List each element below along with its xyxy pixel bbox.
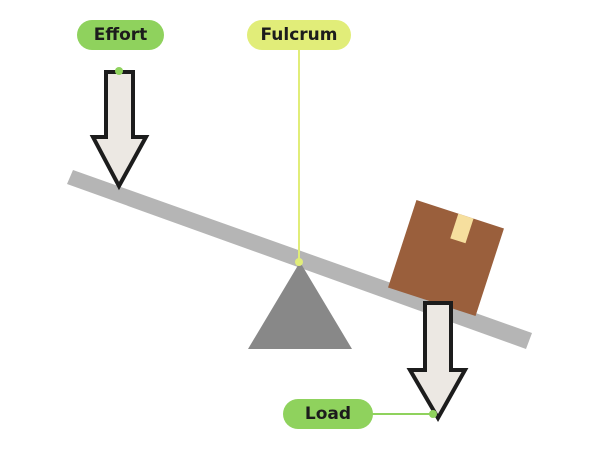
fulcrum-label: Fulcrum	[247, 20, 351, 50]
effort-arrow-icon	[89, 70, 150, 191]
fulcrum-triangle	[248, 262, 352, 349]
effort-leader-dot	[115, 67, 123, 75]
box-icon	[388, 200, 504, 316]
load-label: Load	[283, 399, 373, 429]
load-arrow-icon	[406, 301, 469, 423]
load-leader-dot	[429, 410, 437, 418]
effort-label: Effort	[77, 20, 164, 50]
fulcrum-leader-dot	[295, 258, 303, 266]
